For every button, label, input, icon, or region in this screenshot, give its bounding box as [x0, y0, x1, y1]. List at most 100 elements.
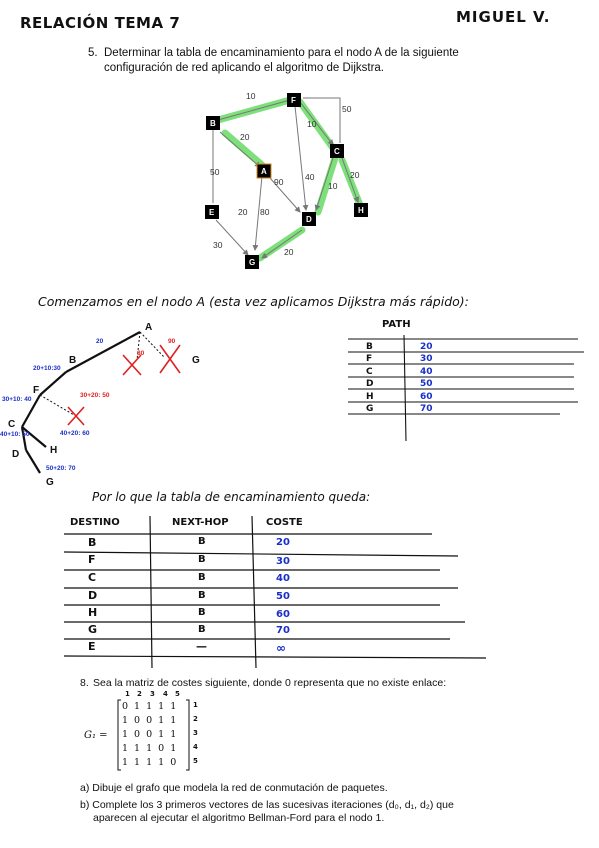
- matrix-col-index: 3: [150, 690, 155, 698]
- edge-a-d: [269, 177, 301, 213]
- routing-row-dest: H: [88, 606, 98, 619]
- matrix-col-index: 1: [125, 690, 130, 698]
- weight-a-g: 80: [260, 207, 270, 217]
- routing-row-dest: B: [88, 536, 97, 549]
- tree-cost-c: 30+10: 40: [2, 396, 32, 403]
- routing-row-hop: B: [198, 590, 206, 601]
- dijkstra-tree: A B F C D H G G 20 20+10:30 30+10: 40 30…: [0, 322, 200, 488]
- path-row-cost: 50: [420, 379, 433, 389]
- weight-d-g: 20: [284, 247, 294, 257]
- node-e: [205, 205, 219, 219]
- matrix-cell: 1: [146, 743, 153, 754]
- weight-b-e: 50: [210, 167, 220, 177]
- matrix-label: G₁ =: [84, 730, 108, 741]
- matrix-cell: 1: [146, 701, 153, 712]
- edge-f-c-outer: [303, 97, 341, 143]
- tree-cost-f: 20+10:30: [33, 365, 61, 372]
- routing-row-cost: 50: [276, 591, 290, 602]
- matrix-cell: 1: [134, 701, 141, 712]
- solution-intro: Comenzamos en el nodo A (esta vez aplica…: [38, 294, 469, 309]
- matrix-col-index: 2: [137, 690, 142, 698]
- tree-cost-d: 40+10: 50: [0, 431, 30, 438]
- matrix-row-index: 5: [193, 757, 198, 765]
- routing-row-hop: B: [198, 536, 206, 547]
- routing-row-cost: ∞: [276, 641, 286, 655]
- author-name: MIGUEL V.: [456, 8, 551, 26]
- routing-row-dest: D: [88, 589, 98, 602]
- edge-a-b: [219, 131, 261, 168]
- routing-row-cost: 30: [276, 556, 290, 567]
- tree-node-d: D: [12, 449, 19, 460]
- tree-cost-b: 20: [96, 338, 104, 345]
- tree-node-h: H: [50, 445, 57, 456]
- edge-e-g: [215, 219, 249, 256]
- tree-cost-d-discarded: 30+20: 50: [80, 392, 110, 399]
- matrix-col-index: 4: [163, 690, 168, 698]
- graph-nodes: F B A C E D H G: [205, 93, 368, 269]
- node-c: [330, 144, 344, 158]
- tree-cost-discarded-2: 80: [137, 350, 145, 357]
- edge-d-g: [261, 229, 303, 259]
- routing-row-dest: E: [88, 640, 96, 653]
- tree-dash-f-d: [39, 394, 75, 416]
- matrix-cell: 0: [146, 729, 153, 740]
- matrix-col-index: 5: [175, 690, 180, 698]
- edge-c-d: [314, 157, 334, 211]
- path-table: PATH B 20 F 30 C 40 D 50 H 60 G 70: [338, 315, 588, 445]
- edge-b-f: [217, 99, 291, 121]
- tree-node-g: G: [46, 477, 54, 488]
- routing-row-dest: F: [88, 553, 96, 566]
- matrix-row-index: 2: [193, 715, 198, 723]
- tree-edge-c-h: [21, 426, 47, 448]
- routing-row-cost: 20: [276, 537, 290, 548]
- edge-c-h: [341, 157, 360, 203]
- node-d: [302, 212, 316, 226]
- tree-cost-g: 50+20: 70: [46, 465, 76, 472]
- matrix-cell: 1: [134, 757, 141, 768]
- path-row-node: F: [366, 354, 373, 364]
- routing-header-coste: COSTE: [266, 517, 303, 528]
- matrix-cell: 1: [122, 715, 129, 726]
- tree-cost-h: 40+20: 60: [60, 430, 90, 437]
- matrix-cell: 1: [122, 743, 129, 754]
- matrix-cell: 1: [122, 729, 129, 740]
- node-f-label: F: [291, 96, 296, 105]
- matrix-cell: 0: [122, 701, 129, 712]
- routing-row-hop: B: [198, 607, 206, 618]
- matrix-cell: 1: [170, 701, 177, 712]
- matrix-cell: 0: [170, 757, 177, 768]
- matrix-cell: 1: [158, 701, 165, 712]
- node-b-label: B: [210, 119, 216, 128]
- problem8-part-b-line2: aparecen al ejecutar el algoritmo Bellma…: [93, 812, 385, 824]
- routing-row-cost: 40: [276, 573, 290, 584]
- path-row-cost: 40: [420, 367, 433, 377]
- matrix-cell: 0: [134, 729, 141, 740]
- matrix-cell: 0: [134, 715, 141, 726]
- weight-a-b: 20: [240, 132, 250, 142]
- weight-a-d: 40: [305, 172, 315, 182]
- path-row-cost: 30: [420, 354, 433, 364]
- tree-node-b: B: [69, 355, 76, 366]
- routing-header-destino: DESTINO: [70, 517, 120, 528]
- node-f: [287, 93, 301, 107]
- problem5-number: 5.: [88, 47, 98, 59]
- tree-node-c: C: [8, 419, 15, 430]
- matrix-cell: 1: [146, 757, 153, 768]
- path-row-cost: 70: [420, 404, 433, 414]
- edge-f-c: [299, 101, 334, 146]
- problem5-text-line1: Determinar la tabla de encaminamiento pa…: [104, 47, 459, 59]
- node-h: [354, 203, 368, 217]
- problem8-number: 8.: [80, 677, 89, 689]
- shortest-path-highlight: [214, 96, 364, 262]
- matrix-cell: 1: [170, 715, 177, 726]
- tree-edge-f-c: [21, 394, 41, 428]
- node-e-label: E: [209, 208, 215, 217]
- routing-row-hop: B: [198, 572, 206, 583]
- tree-edge-b-f: [39, 371, 67, 396]
- node-a: [256, 163, 272, 179]
- routing-intro: Por lo que la tabla de encaminamiento qu…: [92, 490, 371, 504]
- tree-edge-a-b: [65, 331, 141, 373]
- problem8-part-b-line1: b) Complete los 3 primeros vectores de l…: [80, 799, 454, 811]
